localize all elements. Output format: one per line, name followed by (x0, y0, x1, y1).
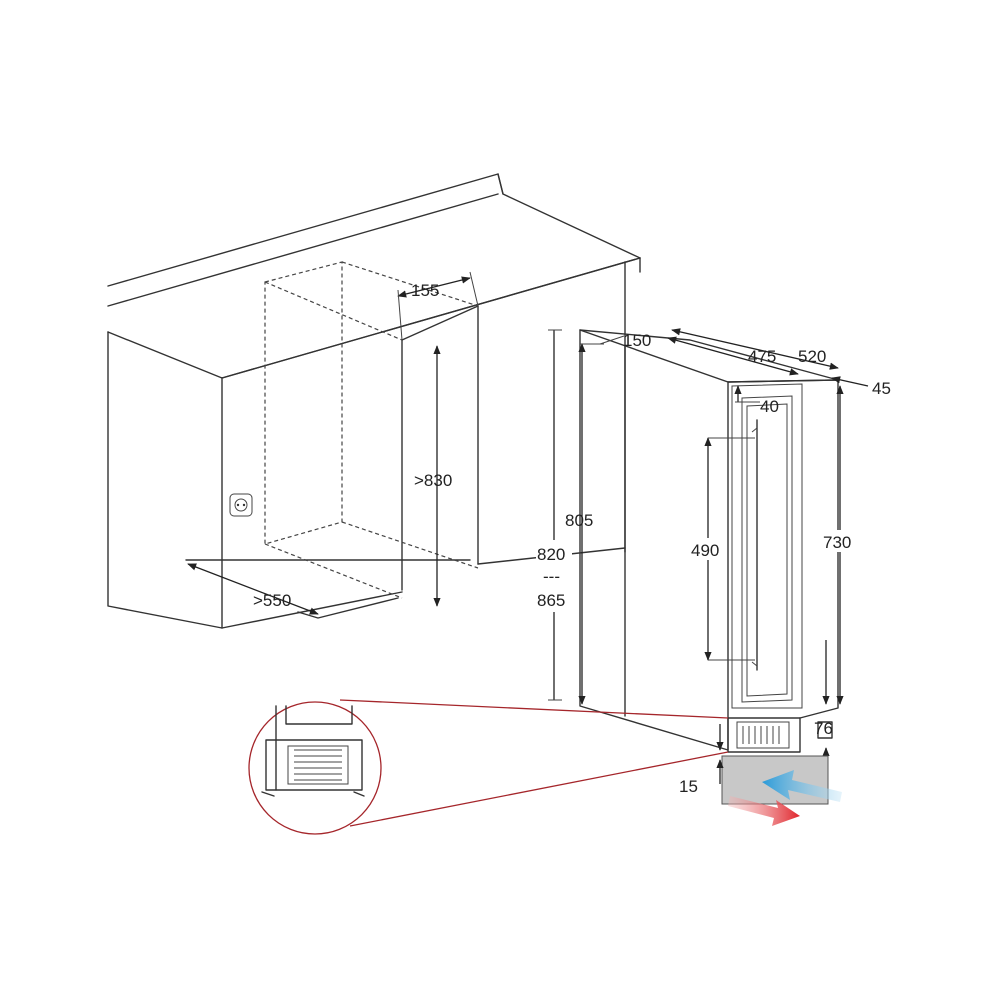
worktop-height-max-label: 865 (537, 591, 565, 610)
detail-magnified-grille (261, 705, 365, 797)
niche-height-label: >830 (414, 471, 452, 490)
body-depth-label: 475 (748, 347, 776, 366)
detail-callout (248, 699, 729, 835)
niche-width-dimension (397, 271, 479, 341)
foot-height-label: 76 (814, 719, 833, 738)
door-offset-dimension (831, 376, 869, 387)
door-height-label: 730 (823, 533, 851, 552)
niche-width-label: 155 (411, 281, 439, 300)
door-top-gap-label: 40 (760, 397, 779, 416)
niche-depth-label: >550 (253, 591, 291, 610)
top-width-dimension (599, 335, 625, 345)
worktop-height-min-label: 820 (537, 545, 565, 564)
top-width-label: 150 (623, 331, 651, 350)
height-range-separator: --- (543, 567, 560, 586)
worktop-height-dimension (548, 329, 562, 701)
total-depth-label: 520 (798, 347, 826, 366)
plinth-gap-label: 15 (679, 777, 698, 796)
vent-grille (736, 721, 790, 749)
power-socket-icon (229, 493, 253, 517)
handle-length-label: 490 (691, 541, 719, 560)
unit-height-label: 805 (565, 511, 593, 530)
door-top-gap-dimension (734, 385, 760, 403)
niche-depth-dimension (187, 563, 319, 615)
total-depth-dimension (671, 328, 839, 370)
cold-air-arrow-icon (762, 770, 842, 802)
hot-air-arrow-icon (728, 796, 800, 826)
door-offset-label: 45 (872, 379, 891, 398)
